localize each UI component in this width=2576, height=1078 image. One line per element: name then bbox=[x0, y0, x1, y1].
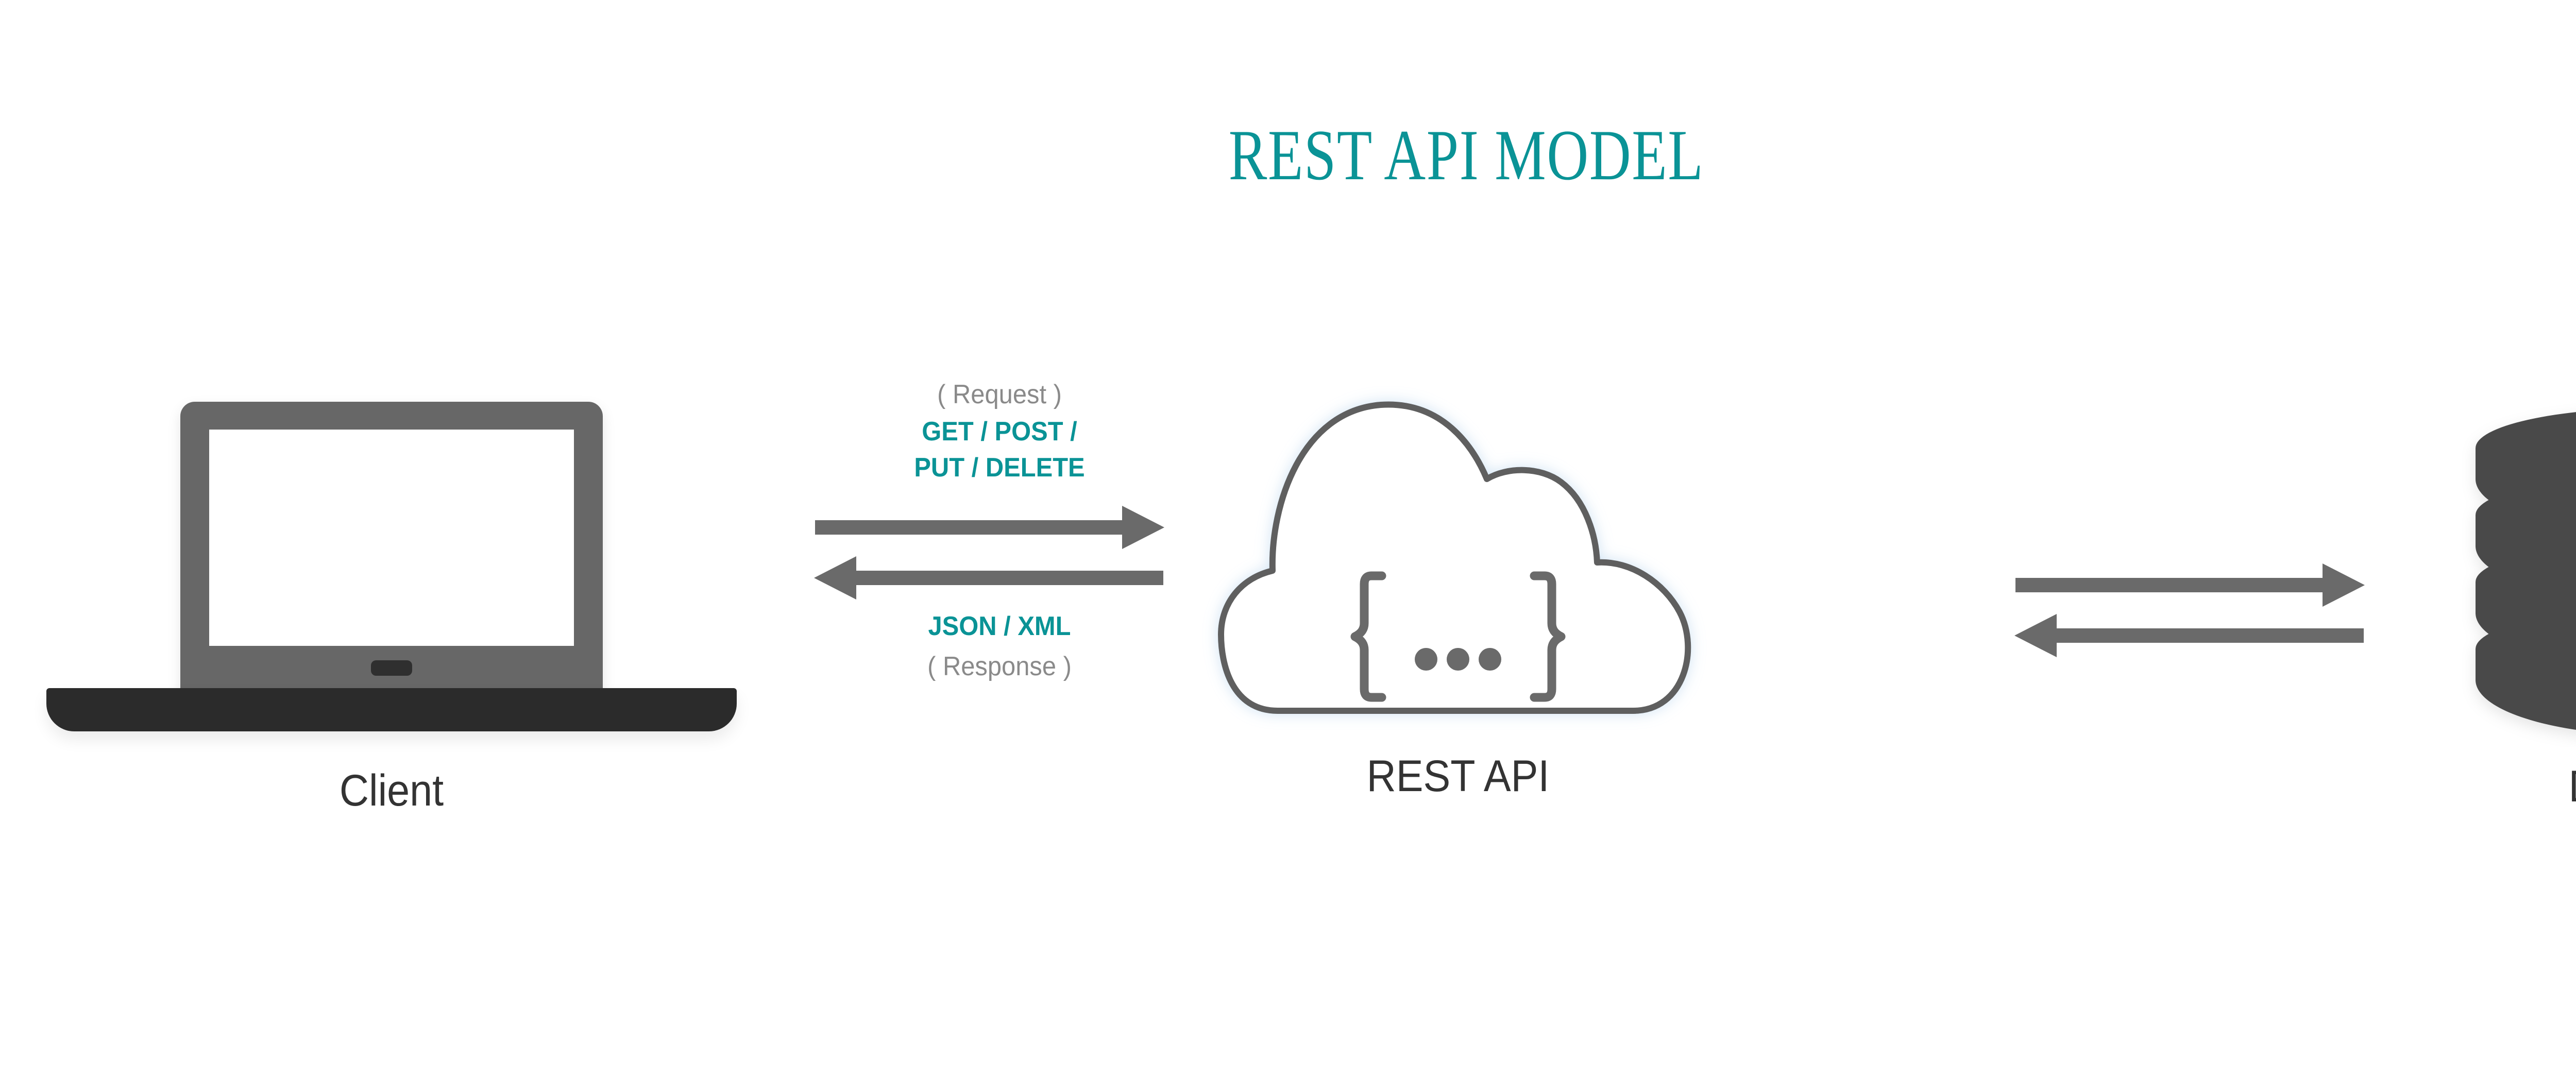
page-title: REST API MODEL bbox=[1228, 115, 1704, 195]
response-caption: ( Response ) bbox=[927, 652, 1072, 681]
ellipsis-dots-icon bbox=[1415, 648, 1501, 671]
database-shape bbox=[2476, 412, 2576, 730]
node-label-database: Database bbox=[2469, 764, 2576, 809]
node-label-rest-api: REST API bbox=[1366, 751, 1550, 801]
laptop-notch-icon bbox=[371, 660, 412, 676]
http-methods-line-1: GET / POST / bbox=[922, 417, 1077, 447]
laptop-base bbox=[46, 688, 737, 731]
cloud-braces-icon bbox=[1200, 381, 1716, 737]
arrow-pair-client-api bbox=[804, 499, 1195, 602]
laptop-screen bbox=[209, 430, 574, 646]
flow-api-database bbox=[2004, 556, 2375, 659]
node-rest-api: REST API bbox=[1200, 381, 1716, 798]
http-methods-line-2: PUT / DELETE bbox=[914, 453, 1085, 483]
cloud-shape bbox=[1218, 401, 1691, 714]
node-label-client: Client bbox=[339, 766, 444, 815]
laptop-lid bbox=[180, 402, 603, 695]
arrow-left-icon bbox=[2014, 614, 2364, 657]
node-client: Client bbox=[46, 402, 737, 813]
laptop-icon bbox=[46, 402, 737, 737]
node-database: Database bbox=[2452, 391, 2576, 809]
arrow-right-icon bbox=[2015, 563, 2365, 607]
arrow-right-icon bbox=[815, 506, 1164, 549]
arrow-pair-api-database bbox=[2004, 556, 2375, 659]
request-caption: ( Request ) bbox=[937, 380, 1062, 409]
database-cylinder-icon bbox=[2452, 391, 2576, 747]
response-formats: JSON / XML bbox=[928, 611, 1071, 641]
flow-client-api: ( Request ) GET / POST / PUT / DELETE JS… bbox=[804, 381, 1195, 680]
arrow-left-icon bbox=[814, 556, 1163, 600]
